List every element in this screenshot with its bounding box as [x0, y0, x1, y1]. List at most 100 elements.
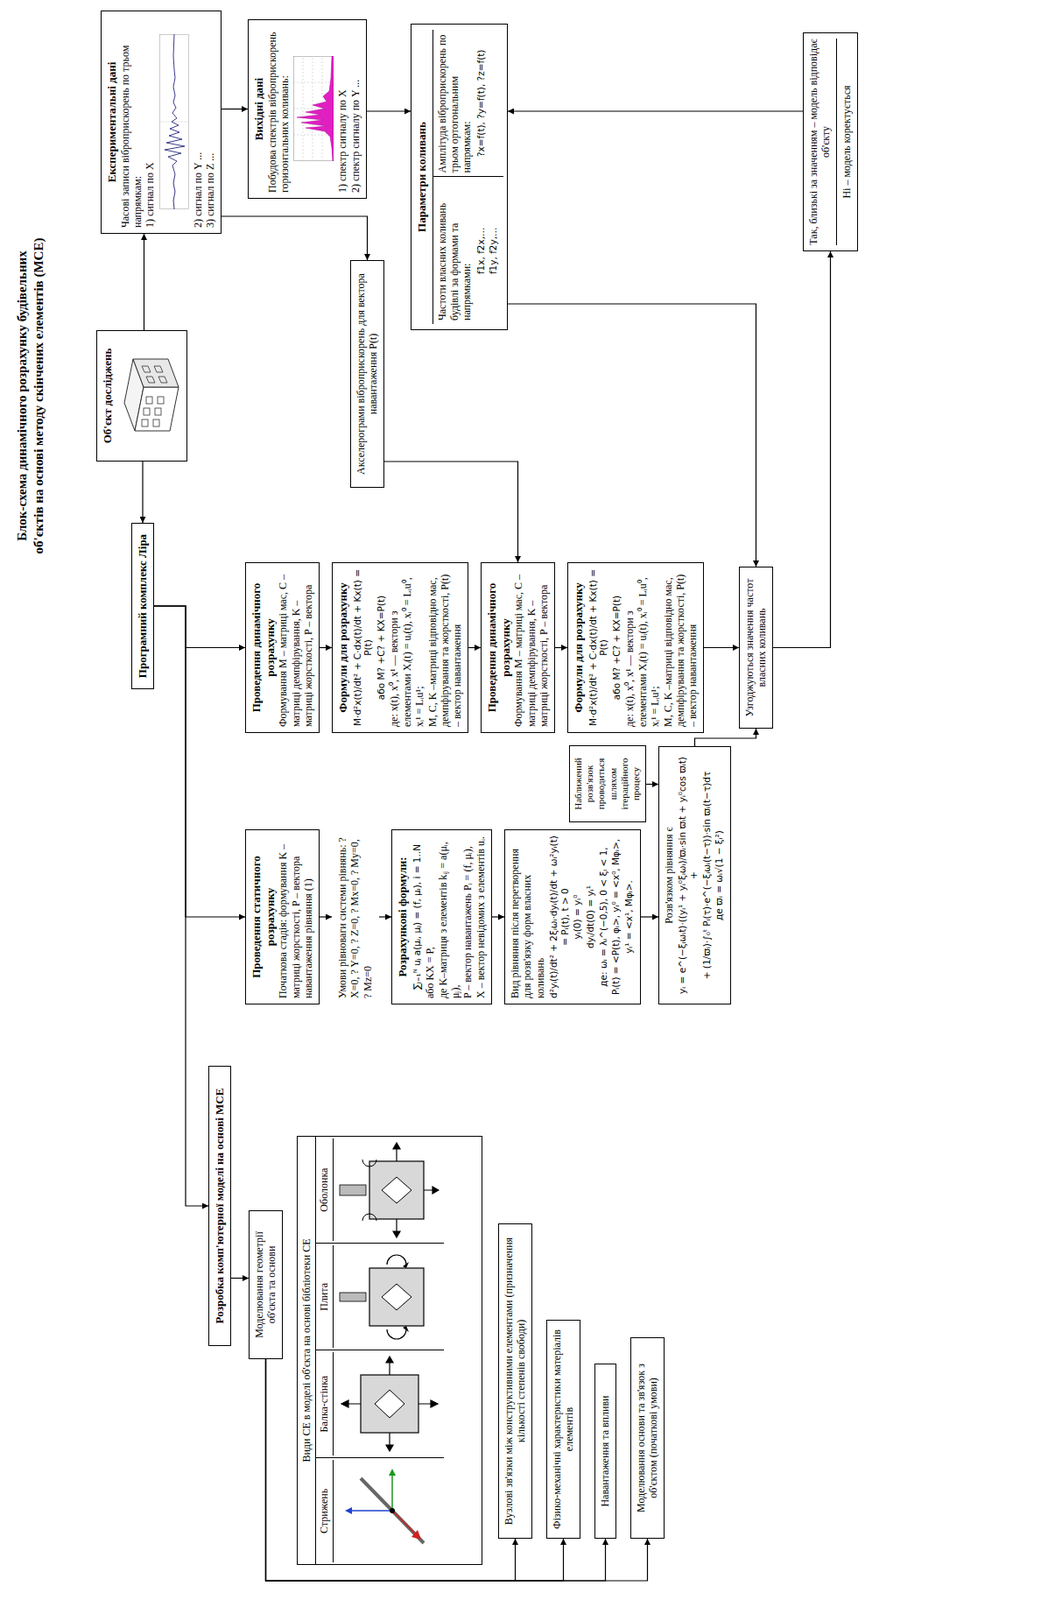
model-box: Розробка комп'ютерної моделі на основі М… — [208, 1065, 232, 1346]
figure-part — [386, 1444, 394, 1451]
figure-part — [146, 396, 153, 404]
flow-arrow — [695, 728, 757, 746]
figure-part — [296, 56, 334, 162]
figure-part — [134, 386, 179, 431]
column-header: Оболонка — [317, 1138, 333, 1241]
figure-part — [369, 1267, 424, 1326]
figure-part — [341, 1399, 349, 1407]
figure-part — [362, 1159, 377, 1167]
formula-box: Вид рівняння після перетворення для розв… — [504, 829, 641, 1005]
figure-part — [141, 365, 168, 427]
node-text: Вид рівняння після перетворення для розв… — [508, 835, 547, 999]
node-text: де K–матриця з елементів kᵢⱼ = a(μᵢ, μⱼ)… — [436, 835, 463, 999]
flow-arrow — [703, 647, 739, 648]
node-text: Вузлові зв'язки між конструктивними елем… — [502, 1229, 528, 1533]
column-header: Плита — [317, 1244, 333, 1348]
node-text: Експериментальні дані — [105, 16, 120, 228]
flow-arrow — [141, 461, 143, 523]
figure-part — [159, 35, 189, 210]
node-text: Формули для розрахунку — [571, 568, 586, 727]
wall-element-figure — [336, 1355, 440, 1452]
process-box: Фізико-механічні характеристики матеріал… — [546, 1319, 581, 1539]
figure-part — [374, 1389, 405, 1418]
node-text: yᵢ(0) = yᵢ⁰ — [571, 835, 584, 999]
node-text: dyᵢ/dt(0) = yᵢ¹ — [584, 835, 597, 999]
node-text: Формули для розрахунку — [336, 568, 351, 727]
figure-part — [344, 1506, 352, 1514]
node-text: Так, близькі за значенням – модель відпо… — [807, 38, 833, 246]
process-box: Моделювання геометрії об'єкта та основи — [248, 1209, 283, 1359]
formula-box: Формули для розрахункуM·d²x(t)/dt² + C·d… — [331, 562, 469, 733]
node-text: Амплітуда віброприскорень по трьом ортог… — [436, 33, 474, 174]
figure-part — [393, 1142, 439, 1238]
figure-part — [339, 1292, 366, 1302]
figure-part — [341, 1356, 438, 1451]
formula-box: Розв'язком рівняння єyᵢ = e^(−ξᵢωᵢt)·((y… — [658, 745, 732, 1005]
experiment-box: Експериментальні даніЧасові записи вібро… — [100, 10, 222, 234]
flow-arrow — [143, 233, 145, 331]
table-row: Стрижень Балка-стінка Плита Оболонка — [316, 1136, 444, 1564]
node-text: M, C, K –матриці відповідно мас, демпфір… — [661, 568, 700, 727]
node-text: d²yᵢ(t)/dt² + 2ξᵢωᵢ·dyᵢ(t)/dt + ωᵢ²yᵢ(t)… — [548, 835, 570, 999]
node-text: де: x(t), x⁰, x¹ — вектори з елементами … — [623, 568, 662, 727]
node-text: Розв'язком рівняння є — [662, 752, 676, 999]
node-text: Формування M – матриці мас, C – матриці … — [512, 568, 550, 727]
node-text: або M? +C? + KX=P(t) — [611, 568, 623, 727]
figure-part — [386, 1329, 407, 1339]
figure-part — [294, 56, 334, 162]
figure-part — [141, 365, 168, 383]
node-text: f1y, f2y,… — [487, 181, 500, 322]
flow-arrow — [319, 647, 332, 648]
process-box: Моделювання основи та зв'язок з об'єктом… — [630, 1336, 665, 1539]
node-text: Формування M – матриці мас, C – матриці … — [276, 568, 315, 727]
figure-part — [393, 1230, 401, 1238]
plate-element-figure — [336, 1248, 440, 1345]
flow-arrow — [492, 915, 505, 917]
figure-part — [386, 1356, 394, 1363]
node-text: Pᵢ(t) = <P(t), φᵢ>, yᵢ⁰ = <x⁰, Mφᵢ>, — [610, 835, 622, 999]
figure-part — [141, 419, 148, 427]
decision-box: Так, близькі за значенням – модель відпо… — [802, 32, 859, 252]
flow-arrow — [154, 605, 246, 648]
flow-arrow — [154, 605, 246, 917]
node-text: Проведення динамічного розрахунку — [249, 568, 277, 727]
table-cell: Плита — [316, 1243, 444, 1351]
figure-part — [362, 1159, 377, 1221]
figure-part — [369, 1160, 424, 1219]
flow-arrow — [366, 110, 411, 112]
node-text: Навантаження та впливи — [598, 1369, 612, 1533]
flow-arrow — [221, 216, 368, 261]
figure-part — [393, 1142, 401, 1149]
node-text: 2) сигнал по Y ... — [191, 16, 204, 228]
table-column: Амплітуда віброприскорень по трьом ортог… — [433, 29, 504, 178]
node-text: або M? +C? + KX=P(t) — [375, 568, 387, 727]
figure-part — [391, 1475, 394, 1511]
figure-part — [154, 407, 162, 415]
column-header: Стрижень — [317, 1459, 333, 1562]
figure-part — [157, 396, 164, 404]
figure-part — [381, 1283, 412, 1310]
node-text: Часові записи віброприскорень по трьом н… — [119, 16, 145, 228]
node-text: Види СЕ в моделі об'єкта на основі біблі… — [297, 1136, 317, 1564]
object-box: Об'єкт досліджень — [96, 330, 188, 462]
node-text: де: ωᵢ = λᵢ^(−0,5), 0 < ξᵢ < 1, — [597, 835, 610, 999]
node-text: 1) сигнал по X — [143, 16, 156, 228]
node-text: Ні – модель коректується — [836, 38, 853, 246]
figure-part — [351, 1510, 393, 1513]
flow-arrow — [507, 110, 803, 112]
node-text: де ϖᵢ = ωᵢ√(1 − ξᵢ²) — [713, 752, 725, 999]
node-text: Розробка комп'ютерної моделі на основі М… — [212, 1071, 227, 1340]
process-box: Проведення статичного розрахункуПочатков… — [245, 829, 320, 1005]
node-text: де: x(t), x⁰, x¹ — вектори з елементами … — [387, 568, 426, 727]
flow-arrow — [640, 915, 659, 917]
flow-arrow — [555, 647, 568, 648]
figure-part — [402, 1261, 409, 1332]
node-text: Частоти власних коливань будівлі за форм… — [436, 181, 474, 322]
table-cell: Оболонка — [316, 1136, 444, 1244]
node-text: Проведення динамічного розрахунку — [485, 568, 513, 727]
node-text: M, C, K –матриці відповідно мас, демпфір… — [426, 568, 465, 727]
figure-part — [293, 56, 334, 162]
flow-arrow — [319, 915, 332, 917]
flow-arrow — [154, 605, 209, 1206]
